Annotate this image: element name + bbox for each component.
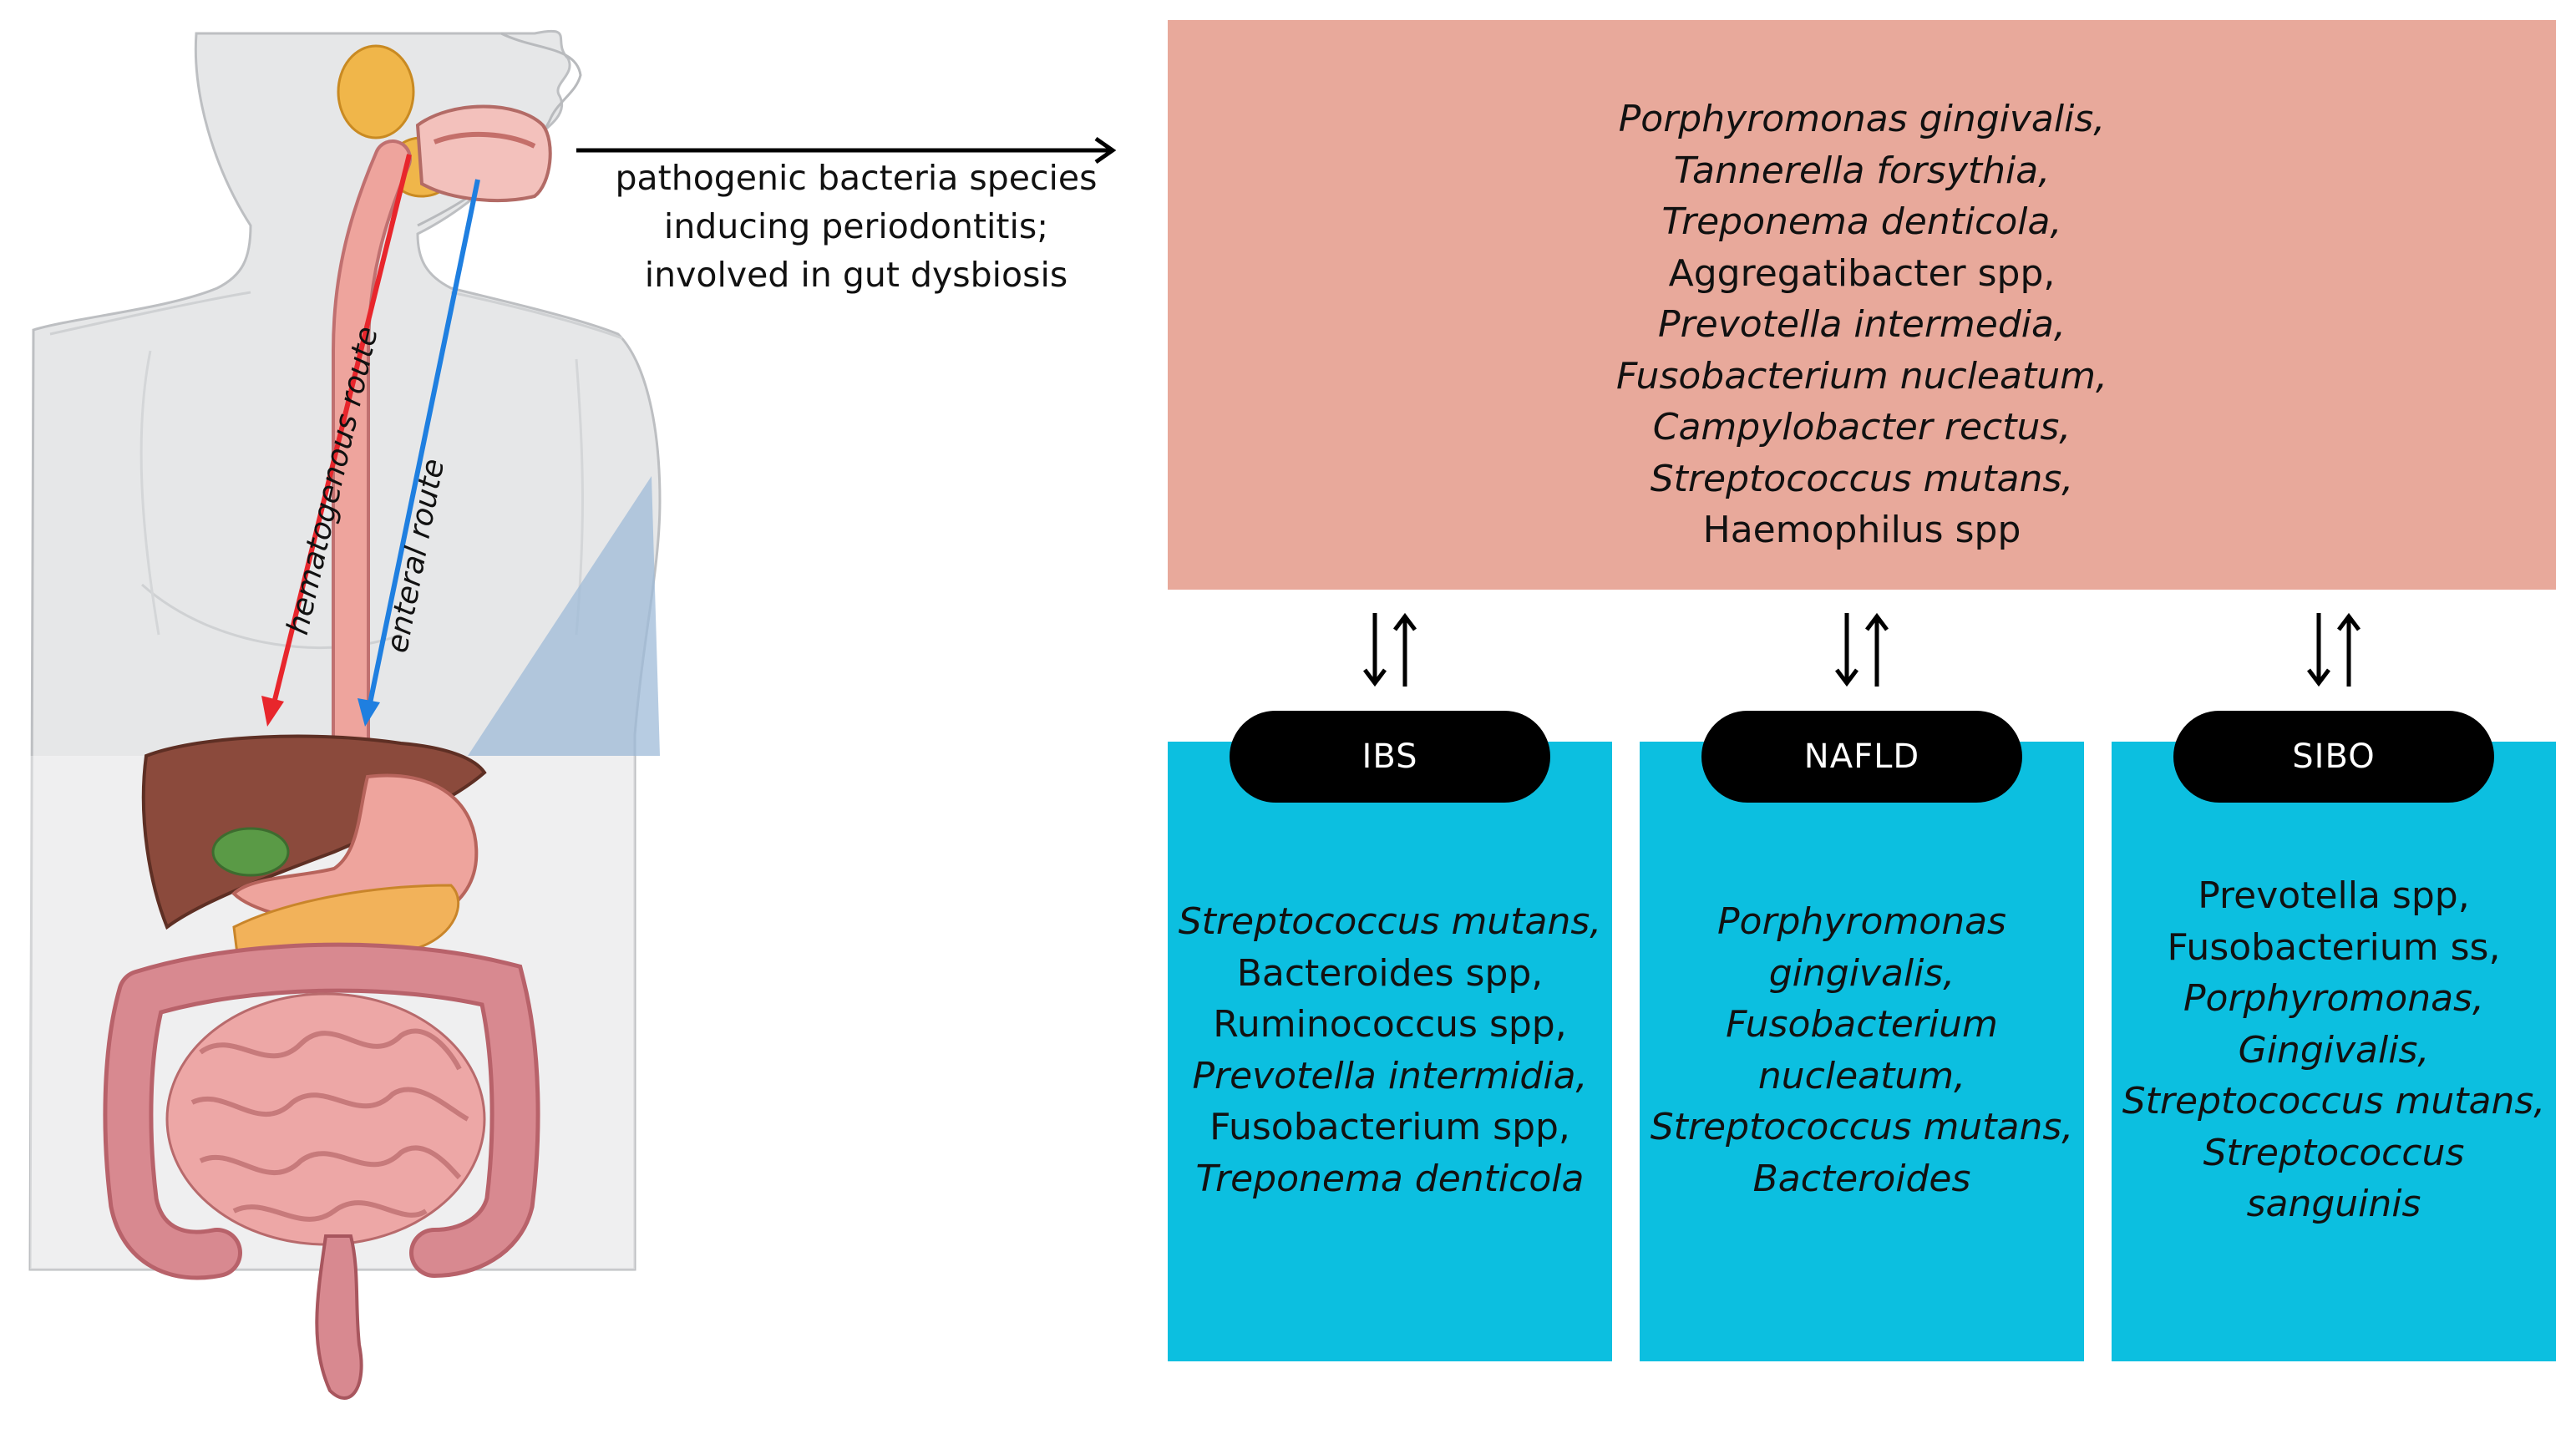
disease-species-line: Gingivalis,	[2238, 1028, 2430, 1072]
hematogenous-route-arrow	[261, 154, 412, 727]
species-line: Campylobacter rectus,	[1652, 406, 2071, 448]
sibo-label: SIBO	[2173, 711, 2494, 803]
disease-species-line: Porphyromonas,	[2183, 977, 2484, 1020]
disease-species-line: Streptococcus mutans,	[2122, 1080, 2546, 1122]
disease-species-line: gingivalis,	[1768, 951, 1955, 995]
sibo-species-list: Prevotella spp, Fusobacterium ss, Porphyro…	[2112, 870, 2556, 1230]
species-line: Treponema denticola,	[1661, 200, 2062, 243]
caption-line: involved in gut dysbiosis	[644, 255, 1068, 295]
caption-line: inducing periodontitis;	[663, 206, 1049, 246]
ibs-species-list: Streptococcus mutans, Bacteroides spp, Rum…	[1168, 896, 1612, 1204]
species-line: Prevotella intermedia,	[1658, 303, 2066, 346]
nafld-box: Porphyromonas gingivalis, Fusobacterium nuc…	[1640, 742, 2084, 1361]
pointer-arrow	[576, 136, 1117, 165]
blue-triangle-overlay	[468, 476, 660, 756]
disease-species-line: Prevotella spp,	[2198, 874, 2470, 917]
disease-species-line: Porphyromonas	[1717, 900, 2006, 943]
disease-species-line: Bacteroides spp,	[1236, 951, 1544, 995]
species-line: Aggregatibacter spp,	[1668, 251, 2056, 295]
species-line: Tannerella forsythia,	[1673, 149, 2051, 192]
disease-species-line: Fusobacterium spp,	[1209, 1106, 1570, 1148]
gallbladder	[211, 827, 290, 877]
bidirectional-arrows-icon	[2307, 612, 2360, 687]
species-line: Haemophilus spp	[1702, 509, 2021, 551]
nafld-species-list: Porphyromonas gingivalis, Fusobacterium nuc…	[1640, 896, 2084, 1204]
species-line: Streptococcus mutans,	[1650, 457, 2074, 500]
disease-species-line: Streptococcus mutans,	[1178, 900, 1602, 943]
digestive-system-illustration	[28, 29, 662, 1400]
disease-species-line: Prevotella intermidia,	[1192, 1054, 1588, 1097]
disease-species-line: Fusobacterium ss,	[2167, 925, 2501, 969]
disease-species-line: Treponema denticola	[1195, 1157, 1585, 1200]
ibs-label: IBS	[1230, 711, 1550, 803]
disease-species-line: Streptococcus mutans,	[1650, 1106, 2074, 1148]
disease-species-line: Streptococcus	[2203, 1131, 2465, 1174]
caption: pathogenic bacteria species inducing per…	[606, 154, 1107, 299]
caption-line: pathogenic bacteria species	[615, 158, 1098, 198]
species-line: Fusobacterium nucleatum,	[1616, 354, 2107, 398]
bidirectional-arrows-icon	[1835, 612, 1889, 687]
rectum	[315, 1234, 363, 1400]
species-list: Porphyromonas gingivalis, Tannerella fors…	[1168, 94, 2556, 556]
sibo-box: Prevotella spp, Fusobacterium ss, Porphyro…	[2112, 742, 2556, 1361]
enteral-route-arrow	[357, 179, 480, 727]
disease-species-line: Fusobacterium	[1726, 1003, 1998, 1046]
oral-cavity	[415, 104, 552, 202]
disease-species-line: Bacteroides	[1752, 1157, 1971, 1200]
species-line: Porphyromonas gingivalis,	[1618, 98, 2106, 140]
ibs-box: Streptococcus mutans, Bacteroides spp, Rum…	[1168, 742, 1612, 1361]
disease-species-line: sanguinis	[2246, 1183, 2421, 1225]
disease-species-line: Ruminococcus spp,	[1213, 1003, 1567, 1046]
disease-species-line: nucleatum,	[1757, 1054, 1966, 1097]
bidirectional-arrows-icon	[1363, 612, 1417, 687]
nafld-label: NAFLD	[1701, 711, 2022, 803]
periodontal-species-box: Porphyromonas gingivalis, Tannerella fors…	[1168, 20, 2556, 590]
